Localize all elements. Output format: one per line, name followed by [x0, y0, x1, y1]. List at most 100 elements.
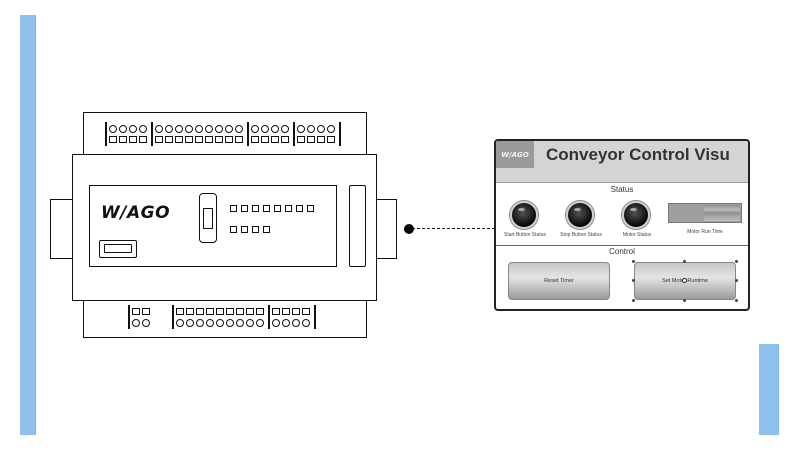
lamp-indicator-icon: [566, 201, 594, 229]
resize-handle[interactable]: [632, 299, 635, 302]
wire-entry-icon: [256, 319, 264, 327]
gauge-remaining: [704, 205, 740, 221]
set-motor-runtime-button[interactable]: Set Motor Runtime: [634, 262, 736, 300]
reset-timer-button[interactable]: Reset Timer: [508, 262, 610, 300]
wire-entry-icon: [246, 319, 254, 327]
release-slot-icon: [272, 308, 280, 315]
right-mount-tab: [376, 199, 397, 259]
wire-entry-icon: [129, 125, 137, 133]
resize-handle[interactable]: [735, 260, 738, 263]
wire-entry-icon: [139, 125, 147, 133]
status-led: [307, 205, 314, 212]
release-slot-icon: [196, 308, 204, 315]
plc-wago-logo: W/AGO: [101, 203, 171, 223]
wire-entry-icon: [132, 319, 140, 327]
release-slot-icon: [186, 308, 194, 315]
wire-entry-icon: [205, 125, 213, 133]
status-led: [230, 226, 237, 233]
release-slot-icon: [185, 136, 193, 143]
lamp-indicator-icon: [510, 201, 538, 229]
wire-entry-icon: [142, 319, 150, 327]
status-led: [274, 205, 281, 212]
wire-entry-icon: [261, 125, 269, 133]
top-terminal-block: [83, 112, 367, 156]
wire-entry-icon: [175, 125, 183, 133]
status-lamp-motor-label: Motor Status: [622, 232, 652, 238]
release-slot-icon: [327, 136, 335, 143]
status-led-row-1: [230, 205, 314, 212]
control-section-title: Control: [609, 247, 635, 256]
left-mount-tab: [50, 199, 74, 259]
status-led: [296, 205, 303, 212]
wire-entry-icon: [206, 319, 214, 327]
release-slot-icon: [235, 136, 243, 143]
release-slot-icon: [225, 136, 233, 143]
release-slot-icon: [307, 136, 315, 143]
connector-dot: [404, 224, 414, 234]
usb-port-inner: [104, 244, 132, 253]
terminal-row: [109, 136, 147, 143]
wire-entry-icon: [216, 319, 224, 327]
terminal-row: [176, 319, 264, 327]
wire-entry-icon: [185, 125, 193, 133]
release-slot-icon: [142, 308, 150, 315]
terminal-row: [132, 319, 150, 327]
status-lamp-stop[interactable]: [566, 201, 596, 229]
terminal-separator: [314, 305, 316, 329]
release-slot-icon: [226, 308, 234, 315]
status-led: [230, 205, 237, 212]
status-led: [241, 205, 248, 212]
wire-entry-icon: [281, 125, 289, 133]
wire-entry-icon: [109, 125, 117, 133]
status-led: [263, 226, 270, 233]
wire-entry-icon: [272, 319, 280, 327]
status-lamp-start[interactable]: [510, 201, 540, 229]
release-slot-icon: [297, 136, 305, 143]
terminal-row: [297, 136, 335, 143]
resize-handle[interactable]: [735, 299, 738, 302]
status-led-row-2: [230, 226, 270, 233]
release-slot-icon: [302, 308, 310, 315]
wire-entry-icon: [297, 125, 305, 133]
wire-entry-icon: [327, 125, 335, 133]
wire-entry-icon: [119, 125, 127, 133]
wire-entry-icon: [251, 125, 259, 133]
terminal-row: [155, 136, 243, 143]
terminal-separator: [105, 122, 107, 146]
release-slot-icon: [261, 136, 269, 143]
status-lamp-stop-label: Stop Button Status: [560, 232, 602, 238]
wire-entry-icon: [215, 125, 223, 133]
terminal-separator: [151, 122, 153, 146]
bottom-terminal-block: [83, 298, 367, 338]
terminal-separator: [268, 305, 270, 329]
terminal-separator: [293, 122, 295, 146]
lamp-indicator-icon: [622, 201, 650, 229]
visu-header: W/AGO Conveyor Control Visu: [496, 141, 748, 183]
release-slot-icon: [216, 308, 224, 315]
terminal-row: [272, 308, 310, 315]
wire-entry-icon: [195, 125, 203, 133]
terminal-row: [251, 136, 289, 143]
side-slot: [349, 185, 366, 267]
wire-entry-icon: [226, 319, 234, 327]
terminal-separator: [339, 122, 341, 146]
terminal-row: [132, 308, 150, 315]
status-section-title: Status: [610, 185, 634, 194]
terminal-row: [176, 308, 264, 315]
release-slot-icon: [282, 308, 290, 315]
terminal-row: [109, 125, 147, 133]
wire-entry-icon: [225, 125, 233, 133]
status-led: [252, 226, 259, 233]
release-slot-icon: [132, 308, 140, 315]
release-slot-icon: [129, 136, 137, 143]
terminal-row: [297, 125, 335, 133]
wire-entry-icon: [302, 319, 310, 327]
motor-run-time-gauge: [668, 203, 742, 223]
status-lamp-motor[interactable]: [622, 201, 652, 229]
status-led: [241, 226, 248, 233]
release-slot-icon: [155, 136, 163, 143]
wire-entry-icon: [176, 319, 184, 327]
wire-entry-icon: [196, 319, 204, 327]
wire-entry-icon: [292, 319, 300, 327]
status-led: [285, 205, 292, 212]
